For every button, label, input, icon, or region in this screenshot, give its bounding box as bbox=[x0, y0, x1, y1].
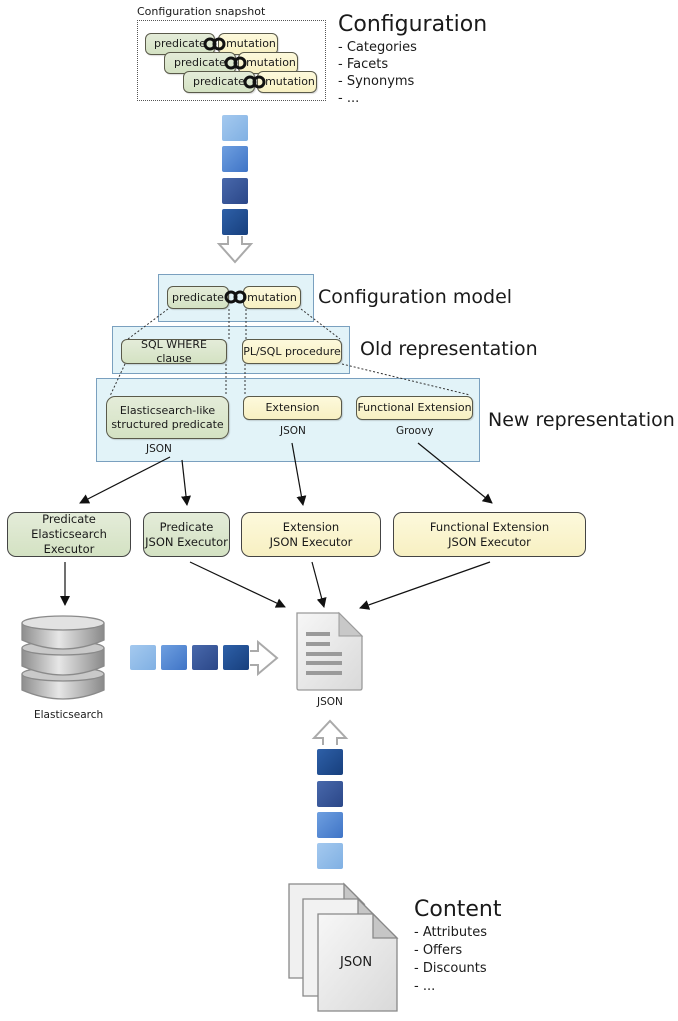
arrow bbox=[189, 561, 286, 608]
queue-down-icon bbox=[216, 115, 254, 264]
document-icon bbox=[296, 611, 364, 691]
snapshot-predicate-2: predicate bbox=[164, 52, 236, 74]
queue-right-icon bbox=[130, 639, 279, 677]
executor-line2: Elasticsearch Executor bbox=[31, 527, 107, 556]
configuration-item: - Facets bbox=[338, 57, 389, 72]
plsql-procedure: PL/SQL procedure bbox=[242, 339, 342, 364]
content-document-label: JSON bbox=[340, 955, 373, 970]
arrow bbox=[79, 456, 171, 504]
queue-up-icon bbox=[311, 719, 349, 869]
snapshot-mutation-3: mutation bbox=[257, 71, 317, 93]
old-representation-title: Old representation bbox=[360, 338, 538, 360]
new-representation-title: New representation bbox=[488, 409, 675, 431]
structured-predicate-line2: structured predicate bbox=[111, 417, 224, 431]
sql-where-clause: SQL WHERE clause bbox=[121, 338, 227, 365]
arrow bbox=[359, 561, 491, 610]
configuration-item: - ... bbox=[338, 91, 360, 106]
content-item: - ... bbox=[414, 979, 436, 994]
predicate-elasticsearch-executor: Predicate Elasticsearch Executor bbox=[7, 512, 131, 557]
configuration-item: - Categories bbox=[338, 40, 417, 55]
configuration-model-title: Configuration model bbox=[318, 286, 513, 308]
functional-extension-format: Groovy bbox=[396, 425, 434, 437]
executor-line2: JSON Executor bbox=[145, 534, 228, 549]
extension-format: JSON bbox=[280, 425, 306, 437]
model-mutation: mutation bbox=[243, 286, 301, 309]
functional-extension-json-executor: Functional Extension JSON Executor bbox=[393, 512, 586, 557]
output-document-label: JSON bbox=[317, 696, 343, 708]
snapshot-predicate-3: predicate bbox=[183, 71, 255, 93]
snapshot-predicate-1: predicate bbox=[145, 33, 215, 55]
executor-line1: Predicate bbox=[159, 519, 214, 534]
content-item: - Offers bbox=[414, 943, 463, 958]
database-icon bbox=[21, 615, 105, 700]
elasticsearch-label: Elasticsearch bbox=[34, 709, 104, 721]
executor-line1: Functional Extension bbox=[429, 519, 550, 534]
documents-stack-icon bbox=[288, 882, 399, 1012]
functional-extension: Functional Extension bbox=[356, 396, 473, 420]
content-item: - Discounts bbox=[414, 961, 487, 976]
arrow bbox=[311, 561, 327, 608]
structured-predicate-format: JSON bbox=[146, 443, 172, 455]
configuration-title: Configuration bbox=[338, 12, 488, 37]
structured-predicate-line1: Elasticsearch-like bbox=[119, 404, 216, 418]
arrow bbox=[181, 459, 191, 506]
executor-line2: JSON Executor bbox=[448, 534, 531, 549]
executor-line1: Extension bbox=[282, 519, 340, 534]
extension: Extension bbox=[243, 396, 342, 420]
content-title: Content bbox=[414, 897, 502, 922]
content-item: - Attributes bbox=[414, 925, 487, 940]
snapshot-label: Configuration snapshot bbox=[137, 5, 266, 18]
snapshot-box bbox=[137, 20, 326, 101]
executor-line1: Predicate bbox=[42, 512, 96, 526]
model-predicate: predicate bbox=[167, 286, 229, 309]
configuration-item: - Synonyms bbox=[338, 74, 415, 89]
executor-line2: JSON Executor bbox=[269, 534, 353, 549]
extension-json-executor: Extension JSON Executor bbox=[241, 512, 381, 557]
structured-predicate: Elasticsearch-like structured predicate bbox=[106, 396, 229, 439]
predicate-json-executor: Predicate JSON Executor bbox=[143, 512, 230, 557]
